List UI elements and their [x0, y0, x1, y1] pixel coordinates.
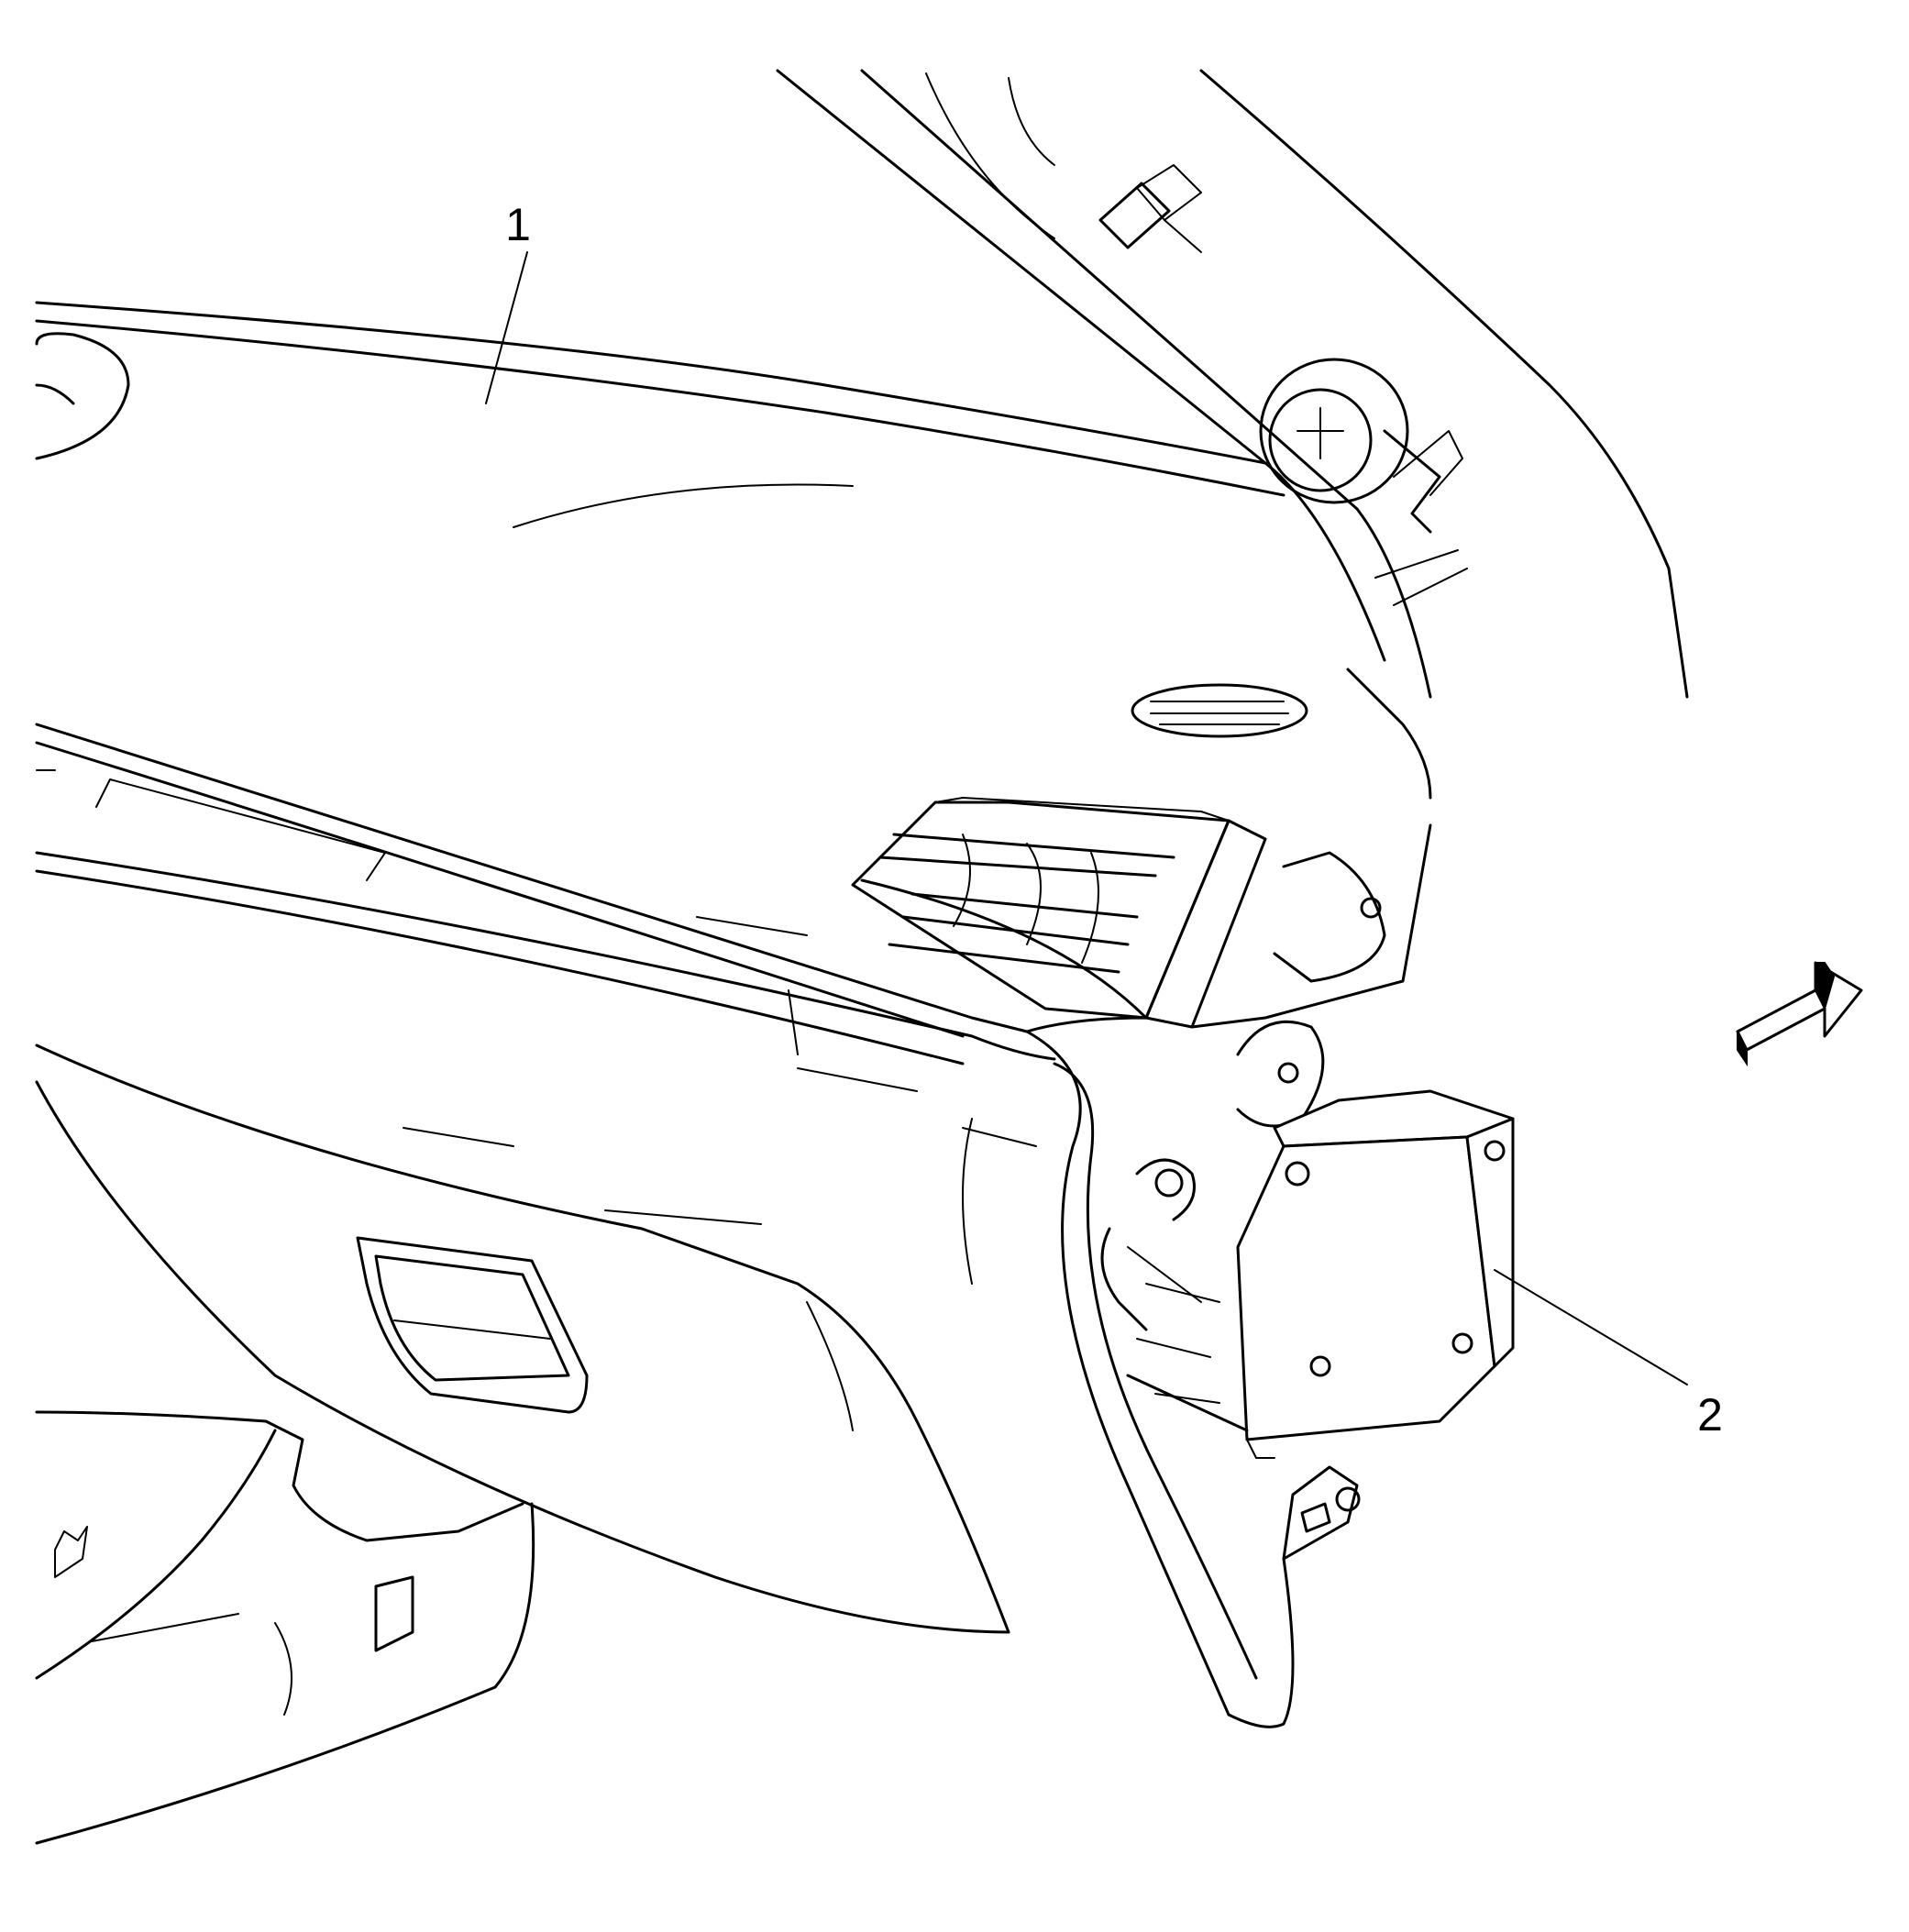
callout-1: 1: [505, 199, 531, 250]
instrument-panel-end-cap: [1025, 823, 1432, 1728]
direction-arrow-icon: [1736, 961, 1863, 1067]
tweeter-speaker: [1259, 358, 1468, 606]
leader-lines: [485, 251, 1688, 1386]
glove-box: [35, 989, 1010, 1634]
leader-line-1: [485, 251, 528, 404]
instrument-panel-body-lines: [35, 723, 1056, 1147]
lower-panel: [35, 1410, 535, 1845]
callout-2: 2: [1697, 1389, 1723, 1441]
air-outlet-right: [851, 797, 1267, 1029]
control-module: [1126, 1089, 1515, 1459]
instrument-panel-upper: [35, 301, 1432, 800]
leader-line-2: [1494, 1269, 1688, 1386]
windshield-pillar-trim: [776, 69, 1689, 699]
